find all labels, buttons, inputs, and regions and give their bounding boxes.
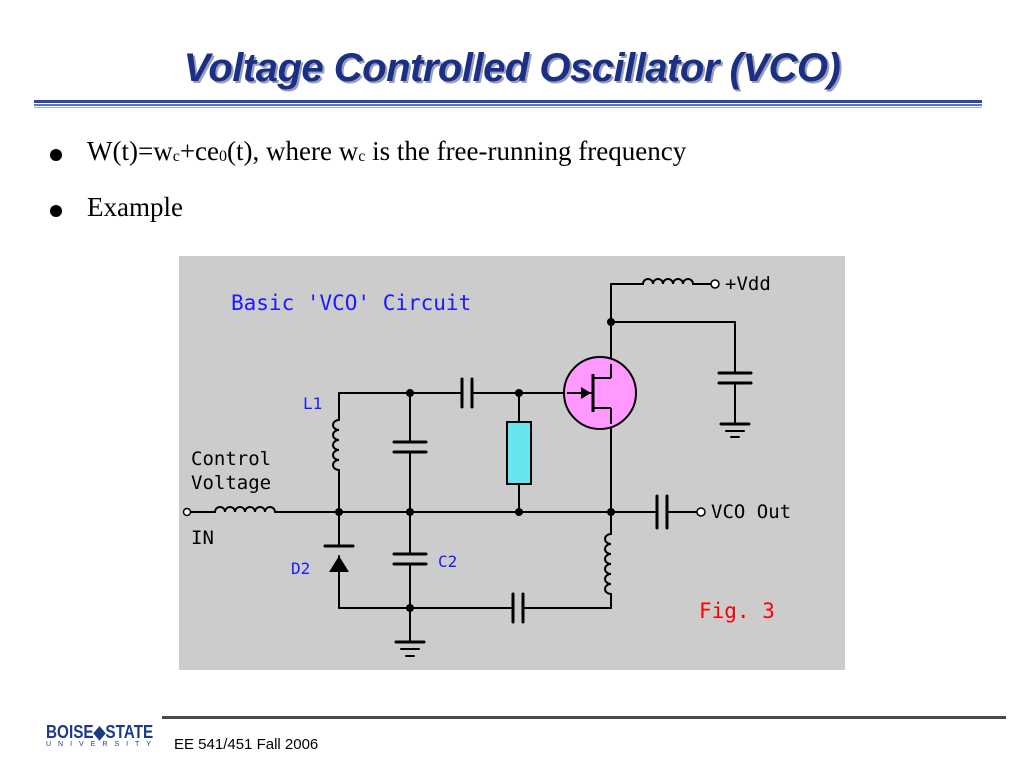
figure-title: Basic 'VCO' Circuit [231, 291, 471, 315]
source-inductor [604, 533, 612, 595]
control-voltage-label: Control [191, 448, 271, 470]
logo-subtext: UNIVERSITY [46, 741, 159, 748]
title-divider [34, 100, 982, 103]
footer-course-label: EE 541/451 Fall 2006 [174, 736, 319, 753]
bullet-text: Example [87, 192, 183, 222]
vdd-terminal [710, 279, 720, 289]
vco-circuit-figure: Basic 'VCO' Circuit +Vdd L1 Control Volt… [179, 256, 845, 670]
vco-out-label: VCO Out [711, 501, 791, 523]
jfet-transistor [563, 356, 637, 430]
vdd-inductor [610, 278, 712, 285]
logo-wordmark: BOISE◆STATE [46, 722, 154, 742]
footer-divider [162, 716, 1006, 719]
university-logo: BOISE◆STATE UNIVERSITY [46, 722, 172, 748]
l1-inductor [332, 419, 340, 471]
title-divider-shadow [34, 104, 982, 106]
slide-title: Voltage Controlled Oscillator (VCO) [183, 46, 841, 90]
l1-label: L1 [303, 394, 322, 413]
fig-label: Fig. 3 [699, 599, 775, 623]
output-terminal [696, 507, 706, 517]
bullet-dot [50, 205, 62, 217]
bullet-dot [50, 149, 62, 161]
c2-label: C2 [438, 552, 457, 571]
control-voltage-label-2: Voltage [191, 472, 271, 494]
circuit-diagram: Basic 'VCO' Circuit +Vdd L1 Control Volt… [182, 273, 791, 657]
resistor [506, 421, 532, 485]
d2-label: D2 [291, 559, 310, 578]
control-inductor [214, 506, 276, 513]
title-divider-highlight [34, 107, 982, 108]
in-label: IN [191, 527, 214, 549]
varactor-diode [329, 556, 349, 572]
bullet-text: W(t)=wc+ce0(t), where wc is the free-run… [87, 136, 687, 166]
input-terminal [182, 507, 192, 517]
vdd-label: +Vdd [725, 273, 771, 295]
